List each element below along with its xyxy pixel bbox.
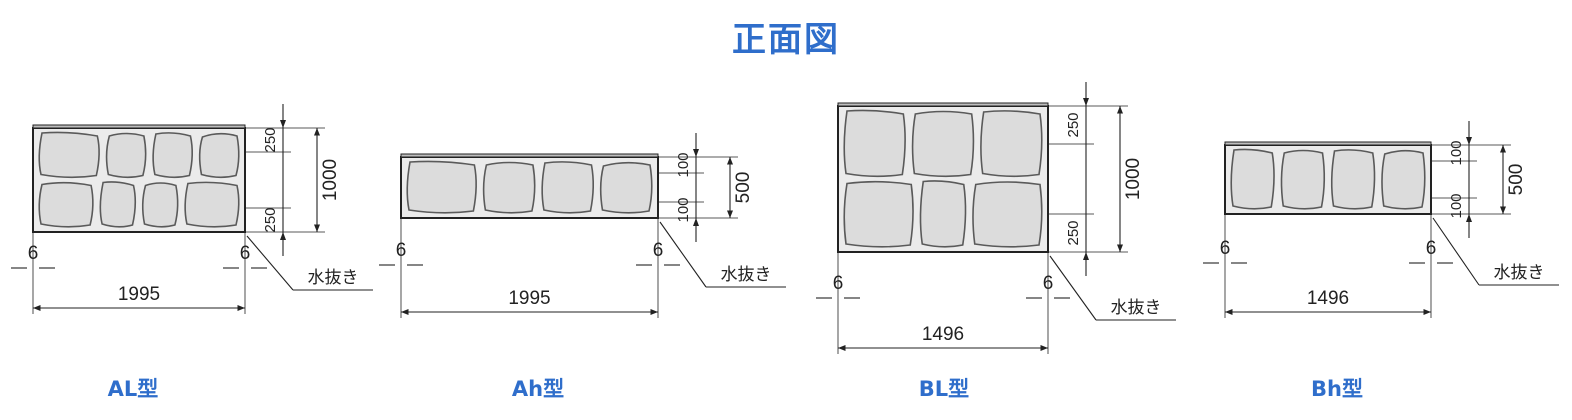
gap-left-label: 6	[28, 243, 39, 264]
stone-shape	[141, 182, 179, 228]
stone-shape	[38, 181, 94, 228]
stone-shape	[972, 181, 1043, 248]
drain-leader	[659, 221, 707, 288]
stone-shape	[406, 160, 477, 214]
drain-leader	[246, 235, 294, 291]
drain-label: 水抜き	[721, 265, 772, 285]
stone-shape	[1280, 149, 1326, 210]
bottom-segment-label: 100	[675, 197, 692, 222]
gap-left-label: 6	[1220, 238, 1231, 259]
arrow-head	[1466, 137, 1472, 145]
stone-shape	[599, 161, 653, 214]
gap-left-label: 6	[396, 240, 407, 261]
width-label: 1995	[118, 284, 160, 305]
stone-shape	[38, 131, 100, 179]
wall-cap	[400, 153, 659, 158]
drain-leader	[1432, 217, 1480, 286]
width-label: 1995	[508, 288, 550, 309]
type-label: AL型	[108, 377, 159, 401]
drain-label: 水抜き	[308, 268, 359, 288]
width-label: 1496	[1307, 288, 1349, 309]
stone-shape	[152, 132, 193, 179]
stone-shape	[980, 110, 1043, 178]
stone-shape	[911, 110, 975, 178]
gap-right-label: 6	[240, 243, 251, 264]
stone-pattern	[38, 131, 240, 228]
arrow-head	[1083, 252, 1089, 260]
stone-shape	[843, 180, 914, 248]
top-segment-label: 100	[675, 152, 692, 177]
type-label: Bh型	[1311, 377, 1363, 401]
gap-right-label: 6	[653, 240, 664, 261]
gap-left-label: 6	[833, 273, 844, 294]
bottom-segment-label: 100	[1448, 193, 1465, 218]
height-label: 500	[733, 172, 754, 204]
stone-pattern	[406, 160, 653, 214]
type-label: BL型	[919, 377, 969, 401]
drain-label: 水抜き	[1111, 298, 1162, 318]
gap-right-label: 6	[1043, 273, 1054, 294]
type-label: Ah型	[512, 377, 564, 401]
height-label: 500	[1506, 164, 1527, 196]
arrow-head	[693, 149, 699, 157]
stone-shape	[198, 132, 240, 179]
stone-shape	[184, 181, 240, 228]
stone-shape	[99, 181, 137, 228]
top-segment-label: 250	[262, 127, 279, 152]
arrow-head	[280, 232, 286, 240]
stone-shape	[843, 109, 906, 178]
arrow-head	[693, 218, 699, 226]
arrow-head	[1083, 98, 1089, 106]
stone-shape	[482, 161, 536, 214]
bottom-segment-label: 250	[1065, 220, 1082, 245]
drain-label: 水抜き	[1494, 263, 1545, 283]
stone-shape	[541, 161, 595, 214]
arrow-head	[1466, 214, 1472, 222]
stone-shape	[1330, 149, 1376, 210]
stone-pattern	[1230, 148, 1426, 210]
height-label: 1000	[320, 159, 341, 201]
wall-cap	[1224, 141, 1432, 146]
top-segment-label: 100	[1448, 140, 1465, 165]
height-label: 1000	[1123, 158, 1144, 200]
wall-cap	[32, 124, 246, 129]
gap-right-label: 6	[1426, 238, 1437, 259]
arrow-head	[280, 120, 286, 128]
stone-shape	[1381, 149, 1426, 210]
stone-shape	[919, 180, 967, 248]
stone-pattern	[843, 109, 1043, 248]
stone-shape	[1230, 148, 1275, 210]
width-label: 1496	[922, 324, 964, 345]
top-segment-label: 250	[1065, 112, 1082, 137]
page-title: 正面図	[732, 20, 840, 60]
drain-leader	[1049, 255, 1097, 321]
bottom-segment-label: 250	[262, 207, 279, 232]
stone-shape	[105, 132, 147, 179]
wall-cap	[837, 102, 1049, 107]
